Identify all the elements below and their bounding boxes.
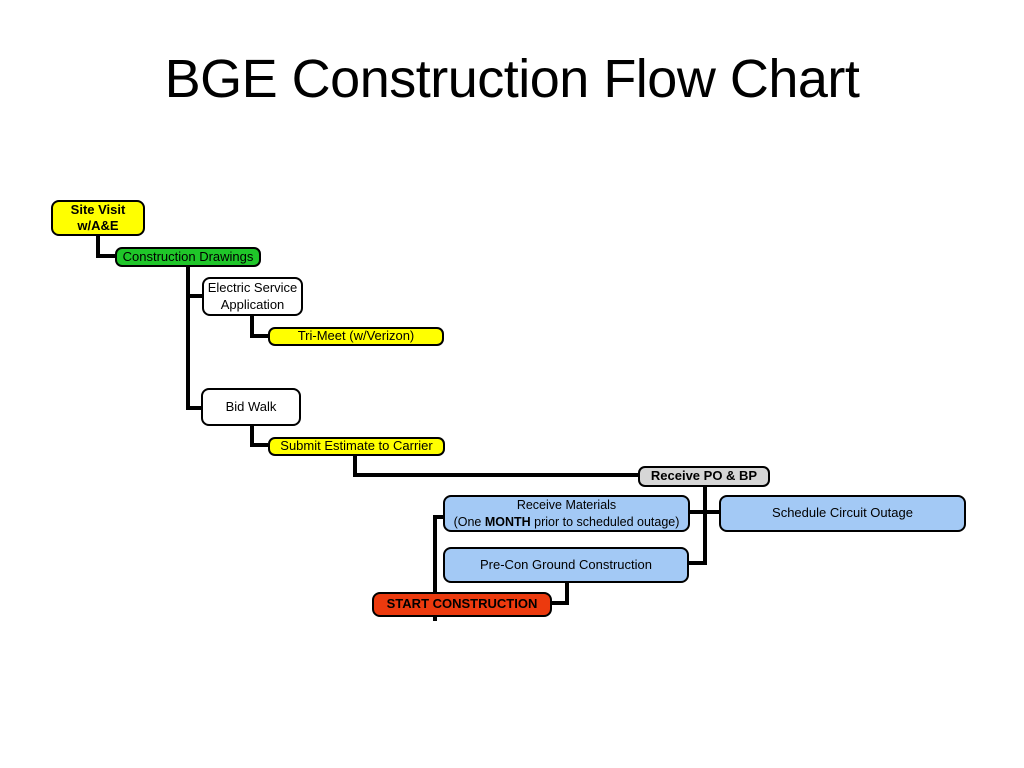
node-submit-estimate-to-carrier: Submit Estimate to Carrier: [268, 437, 445, 456]
connector-site-visit-to-construction-drawings-v: [96, 236, 100, 258]
node-electric-service-application: Electric Service Application: [202, 277, 303, 316]
page-title: BGE Construction Flow Chart: [164, 49, 860, 109]
connector-trunk-to-electric-service-h: [186, 294, 202, 298]
connector-trunk-to-bid-walk-h: [186, 406, 202, 410]
connector-bid-walk-to-submit-estimate-v: [250, 425, 254, 447]
node-tri-meet: Tri-Meet (w/Verizon): [268, 327, 444, 346]
connector-receive-materials-to-start-v: [433, 515, 437, 621]
node-electric-service-line2: Application: [220, 296, 285, 312]
node-start-construction-label: START CONSTRUCTION: [386, 596, 538, 612]
node-receive-materials: Receive Materials (One MONTH prior to sc…: [443, 495, 690, 532]
node-schedule-circuit-outage: Schedule Circuit Outage: [719, 495, 966, 532]
node-tri-meet-label: Tri-Meet (w/Verizon): [297, 328, 415, 344]
node-electric-service-line1: Electric Service: [207, 280, 298, 296]
node-bid-walk: Bid Walk: [201, 388, 301, 426]
node-construction-drawings: Construction Drawings: [115, 247, 261, 267]
node-bid-walk-label: Bid Walk: [225, 398, 277, 414]
connector-electric-service-to-tri-meet-h: [250, 334, 268, 338]
node-submit-estimate-label: Submit Estimate to Carrier: [280, 438, 433, 454]
connector-construction-drawings-trunk-v: [186, 265, 190, 410]
node-receive-po-bp: Receive PO & BP: [638, 466, 770, 487]
connector-receive-materials-to-schedule-outage-h: [688, 510, 719, 514]
connector-pre-con-to-start-h: [552, 601, 569, 605]
connector-bid-walk-to-submit-estimate-h: [250, 443, 268, 447]
node-receive-materials-line2: (One MONTH prior to scheduled outage): [453, 514, 680, 529]
node-start-construction: START CONSTRUCTION: [372, 592, 552, 617]
connector-receive-po-trunk-v: [703, 486, 707, 565]
node-schedule-outage-label: Schedule Circuit Outage: [772, 505, 913, 521]
connector-pre-con-to-start-v: [565, 582, 569, 605]
connector-submit-estimate-to-receive-po-v: [353, 455, 357, 477]
connector-submit-estimate-to-receive-po-h: [353, 473, 640, 477]
connector-electric-service-to-tri-meet-v: [250, 315, 254, 338]
node-receive-materials-line1: Receive Materials: [516, 498, 617, 513]
node-site-visit-line2: w/A&E: [77, 218, 119, 233]
connector-trunk-to-pre-con-h: [688, 561, 705, 565]
node-site-visit-line1: Site Visit: [70, 201, 126, 217]
node-construction-drawings-label: Construction Drawings: [122, 248, 254, 264]
node-site-visit: Site Visit w/A&E: [51, 200, 145, 236]
connector-receive-materials-to-start-h: [433, 515, 443, 519]
node-pre-con-ground-construction: Pre-Con Ground Construction: [443, 547, 689, 583]
node-pre-con-label: Pre-Con Ground Construction: [480, 556, 652, 572]
connector-site-visit-to-construction-drawings-h: [96, 254, 115, 258]
node-receive-po-label: Receive PO & BP: [650, 468, 758, 484]
